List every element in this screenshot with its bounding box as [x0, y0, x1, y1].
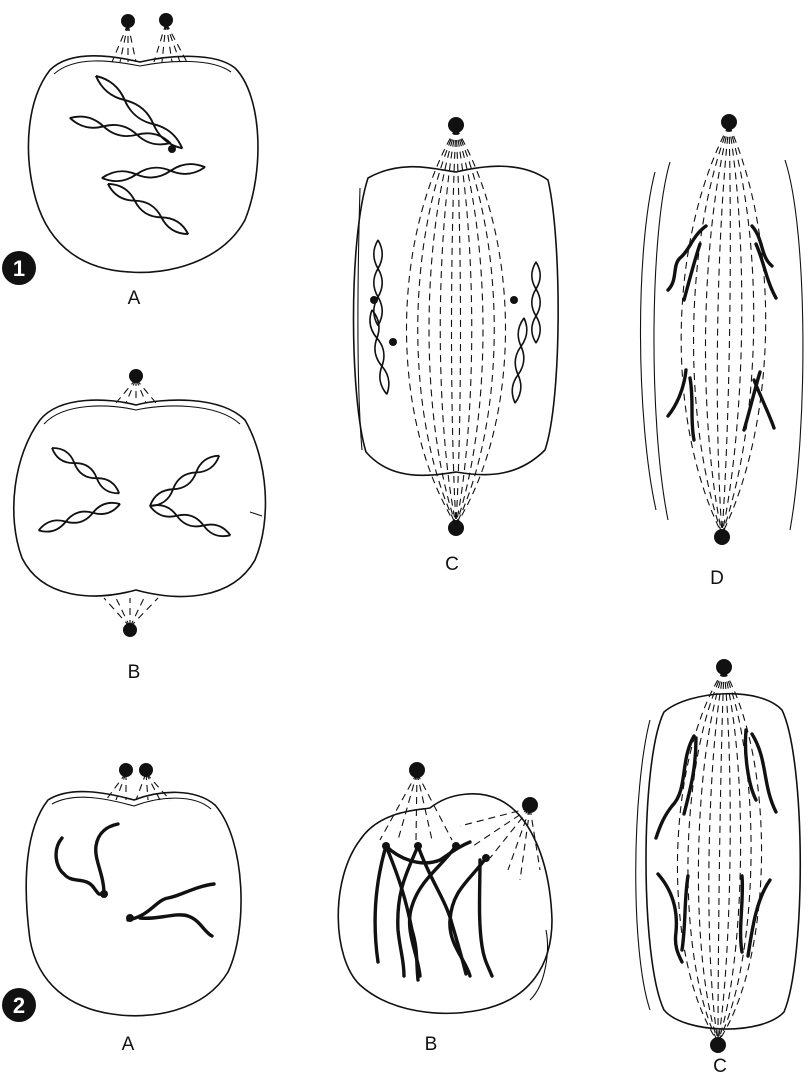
chromosome	[368, 240, 540, 403]
figure2-label-b: B	[425, 1034, 438, 1055]
figure1-panel-c: C	[354, 117, 559, 575]
spindle-fibers	[677, 670, 761, 1042]
figure1-panel-a: 1 A	[2, 13, 258, 309]
chromosome	[656, 730, 776, 962]
figure1-label-b: B	[128, 662, 141, 683]
chromosome	[69, 72, 206, 238]
figure1-panel-d: D	[640, 114, 802, 589]
figure1-label-c: C	[445, 554, 459, 575]
figure1-label-a: A	[128, 288, 141, 309]
figure2-panel-a: 2 A	[2, 763, 241, 1055]
chromosome	[37, 444, 232, 540]
figure2-label-a: A	[122, 1034, 135, 1055]
figure1-label-d: D	[710, 568, 724, 589]
spindle-fibers	[681, 125, 766, 534]
figure1-number: 1	[13, 256, 25, 281]
chromosome	[375, 842, 492, 980]
centrosome-icon	[710, 1037, 726, 1053]
figure2-label-c: C	[713, 1056, 727, 1075]
chromosome	[56, 824, 214, 936]
figure2-number: 2	[13, 993, 25, 1018]
figure1-number-badge: 1	[2, 251, 36, 285]
figure2-number-badge: 2	[2, 988, 36, 1022]
figure2-panel-b: B	[338, 762, 552, 1055]
figure1-panel-b: B	[14, 369, 266, 683]
figure2-panel-c: C	[636, 659, 801, 1075]
chromosome	[668, 226, 776, 440]
spindle-fibers	[407, 128, 506, 525]
